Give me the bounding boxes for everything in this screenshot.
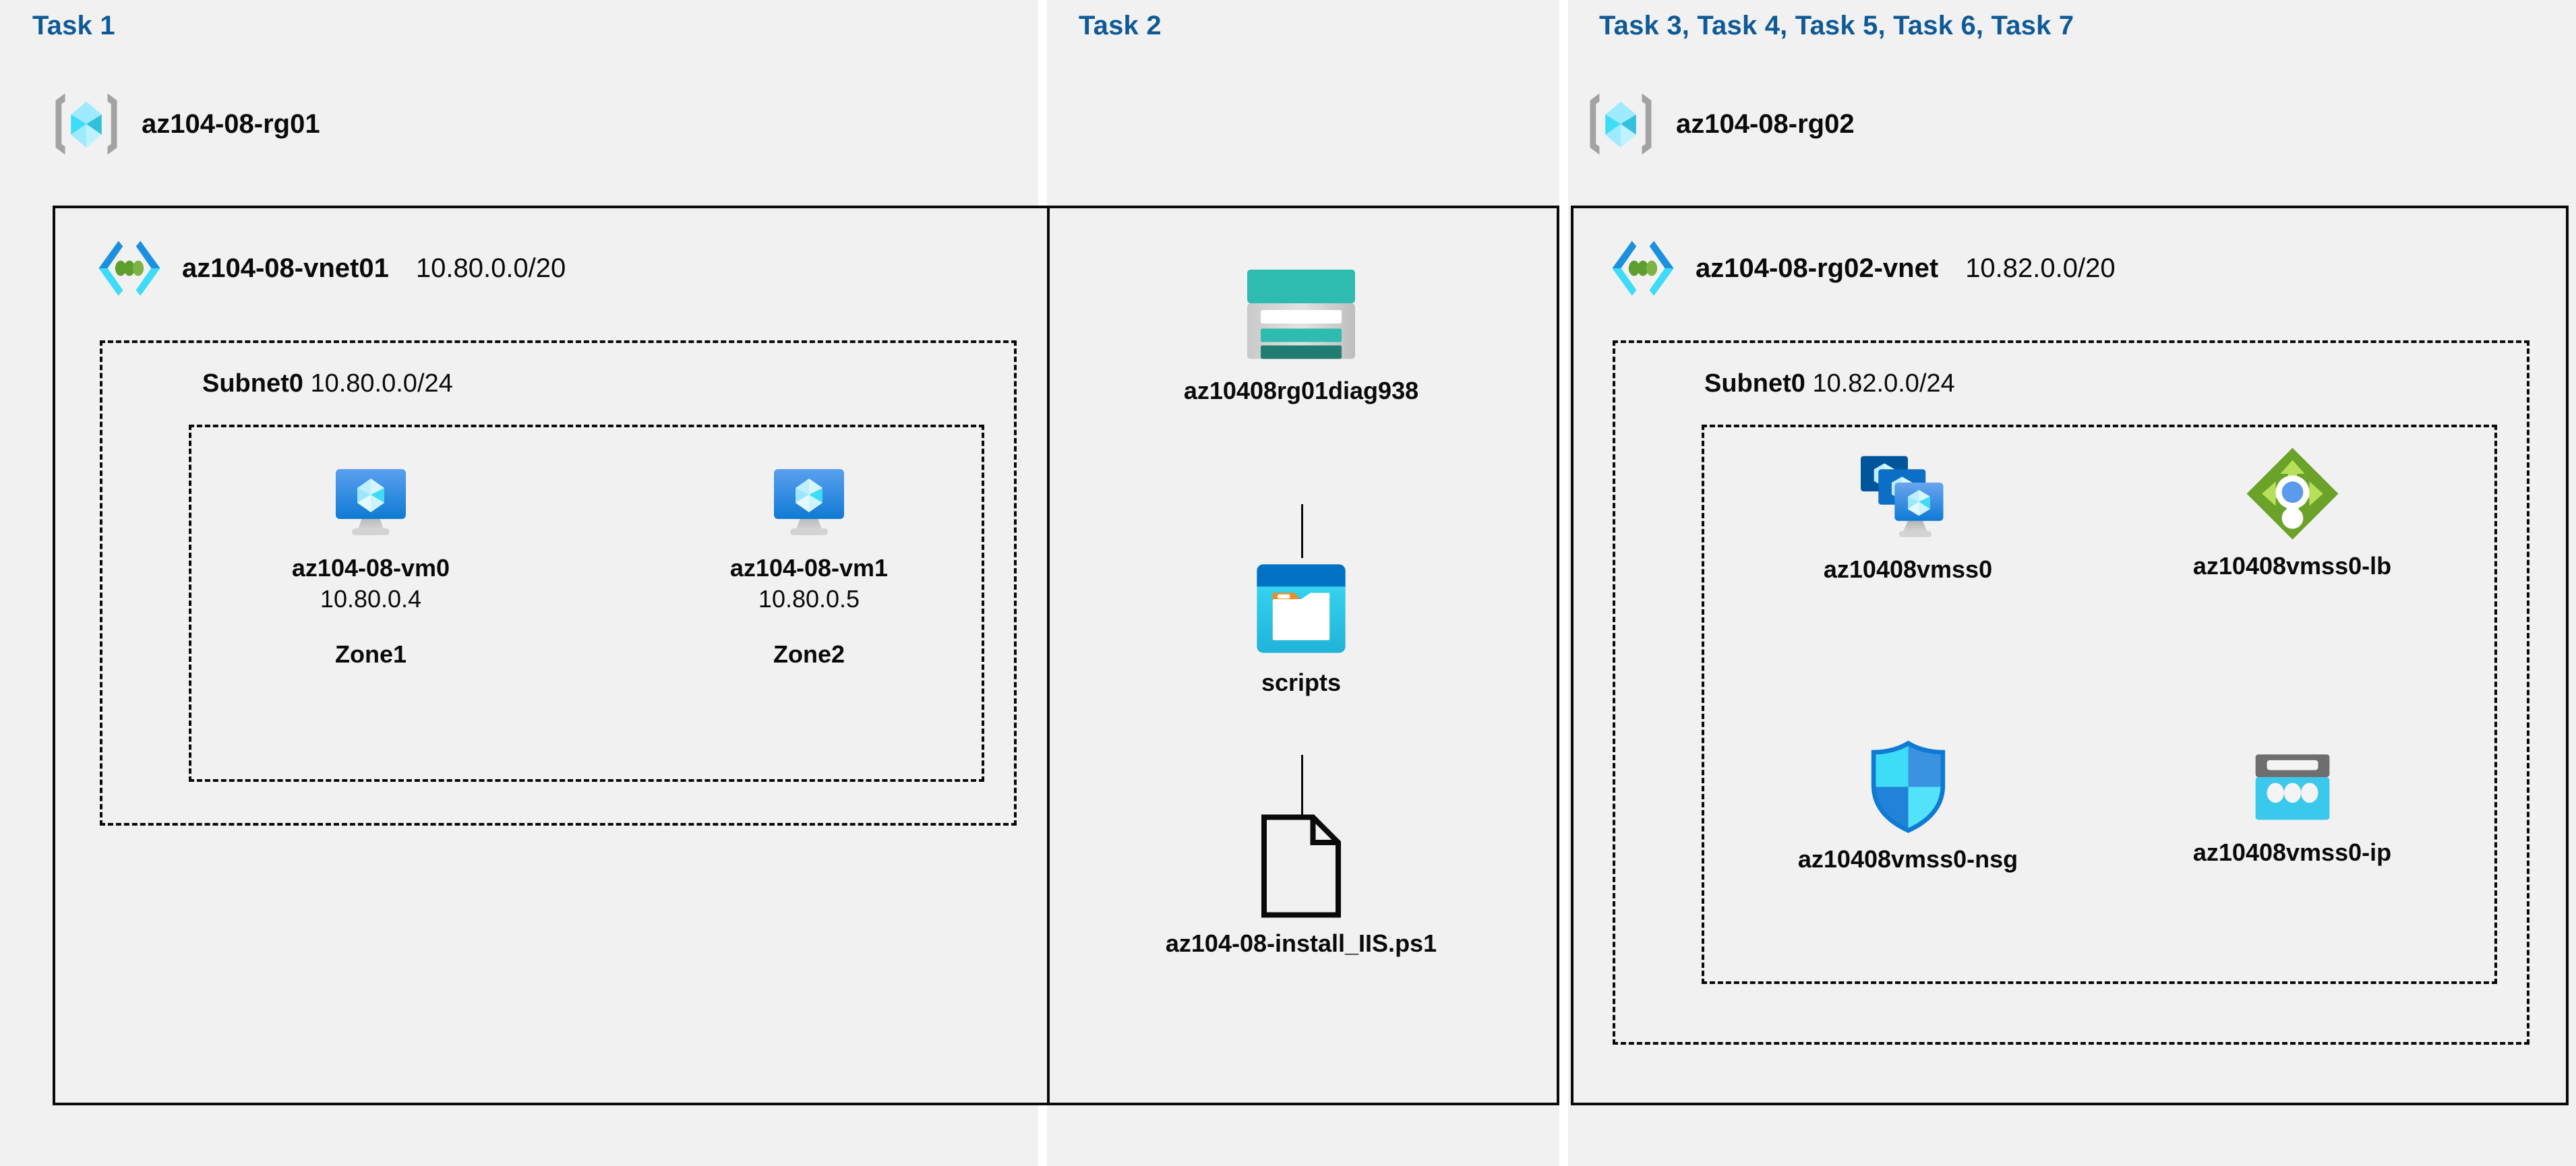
storage-account-node[interactable]: az10408rg01diag938 [1184, 259, 1418, 405]
file-node[interactable]: az104-08-install_IIS.ps1 [1166, 812, 1437, 958]
network-security-group-icon [1866, 738, 1950, 836]
subnet-box-right [1613, 340, 2529, 1045]
vnet-name-label: az104-08-vnet01 [182, 253, 389, 283]
vmss-node[interactable]: az10408vmss0 [1807, 452, 2009, 584]
vnet-cidr-label: 10.80.0.0/20 [415, 253, 566, 283]
storage-account-icon [1237, 259, 1365, 367]
vm-zone-label: Zone1 [334, 640, 407, 669]
vm-ip-label: 10.80.0.4 [320, 585, 422, 613]
file-label: az104-08-install_IIS.ps1 [1165, 929, 1437, 957]
subnet-box-left [100, 340, 1017, 826]
vnet-cidr-label: 10.82.0.0/20 [1965, 253, 2116, 283]
vnet-name-label: az104-08-rg02-vnet [1696, 253, 1939, 283]
vm-name-label: az104-08-vm0 [291, 554, 450, 582]
load-balancer-icon [2244, 445, 2341, 543]
resource-group-icon [1583, 86, 1658, 162]
vm-node-az104-08-vm0[interactable]: az104-08-vm0 10.80.0.4 Zone1 [283, 458, 458, 669]
nsg-label: az10408vmss0-nsg [1797, 845, 2018, 873]
connector-storage-to-container [1301, 504, 1303, 558]
vm-ip-label: 10.80.0.5 [758, 585, 860, 613]
connector-container-to-file [1301, 755, 1303, 816]
vm-node-az104-08-vm1[interactable]: az104-08-vm1 10.80.0.5 Zone2 [721, 458, 897, 669]
virtual-machine-icon [328, 458, 414, 545]
vm-scale-set-icon [1857, 452, 1958, 546]
vmss-label: az10408vmss0 [1823, 555, 1993, 583]
vm-zone-label: Zone2 [773, 640, 845, 669]
resource-group-icon [49, 86, 124, 162]
virtual-machine-icon [766, 458, 852, 545]
subnet-cidr-left: 10.80.0.0/24 [310, 369, 453, 398]
task-3-7-title: Task 3, Task 4, Task 5, Task 6, Task 7 [1599, 11, 2074, 40]
vnet-header-az104-08-vnet01[interactable]: az104-08-vnet01 10.80.0.0/20 [94, 236, 566, 301]
resource-group-az104-08-rg02[interactable]: az104-08-rg02 [1583, 86, 1855, 162]
subnet-label-right: Subnet0 10.82.0.0/24 [1704, 369, 1955, 398]
load-balancer-label: az10408vmss0-lb [2192, 552, 2392, 580]
blob-container-icon [1251, 558, 1352, 659]
resources-box-right [1702, 425, 2497, 984]
subnet-name-right: Subnet0 [1704, 369, 1805, 398]
load-balancer-node[interactable]: az10408vmss0-lb [2191, 445, 2393, 580]
public-ip-node[interactable]: az10408vmss0-ip [2191, 748, 2393, 867]
resource-group-label: az104-08-rg01 [142, 109, 320, 139]
resource-group-label: az104-08-rg02 [1676, 109, 1855, 139]
zones-box-left [189, 425, 984, 782]
public-ip-address-icon [2247, 748, 2338, 829]
file-icon [1257, 812, 1345, 920]
subnet-name-left: Subnet0 [202, 369, 303, 398]
blob-container-node[interactable]: scripts [1240, 558, 1362, 697]
resource-group-az104-08-rg01[interactable]: az104-08-rg01 [49, 86, 320, 162]
vnet-header-az104-08-rg02-vnet[interactable]: az104-08-rg02-vnet 10.82.0.0/20 [1608, 236, 2116, 301]
blob-container-label: scripts [1261, 669, 1342, 696]
storage-account-label: az10408rg01diag938 [1183, 377, 1419, 404]
task-2-title: Task 2 [1079, 11, 1162, 40]
public-ip-label: az10408vmss0-ip [2192, 838, 2392, 866]
task-1-title: Task 1 [32, 11, 115, 40]
subnet-cidr-right: 10.82.0.0/24 [1812, 369, 1955, 398]
virtual-network-icon [94, 236, 164, 301]
nsg-node[interactable]: az10408vmss0-nsg [1798, 738, 2018, 873]
vm-name-label: az104-08-vm1 [729, 554, 889, 582]
virtual-network-icon [1608, 236, 1678, 301]
subnet-label-left: Subnet0 10.80.0.0/24 [202, 369, 453, 398]
vnet-box-az104-08-rg02-vnet [1571, 206, 2569, 1105]
